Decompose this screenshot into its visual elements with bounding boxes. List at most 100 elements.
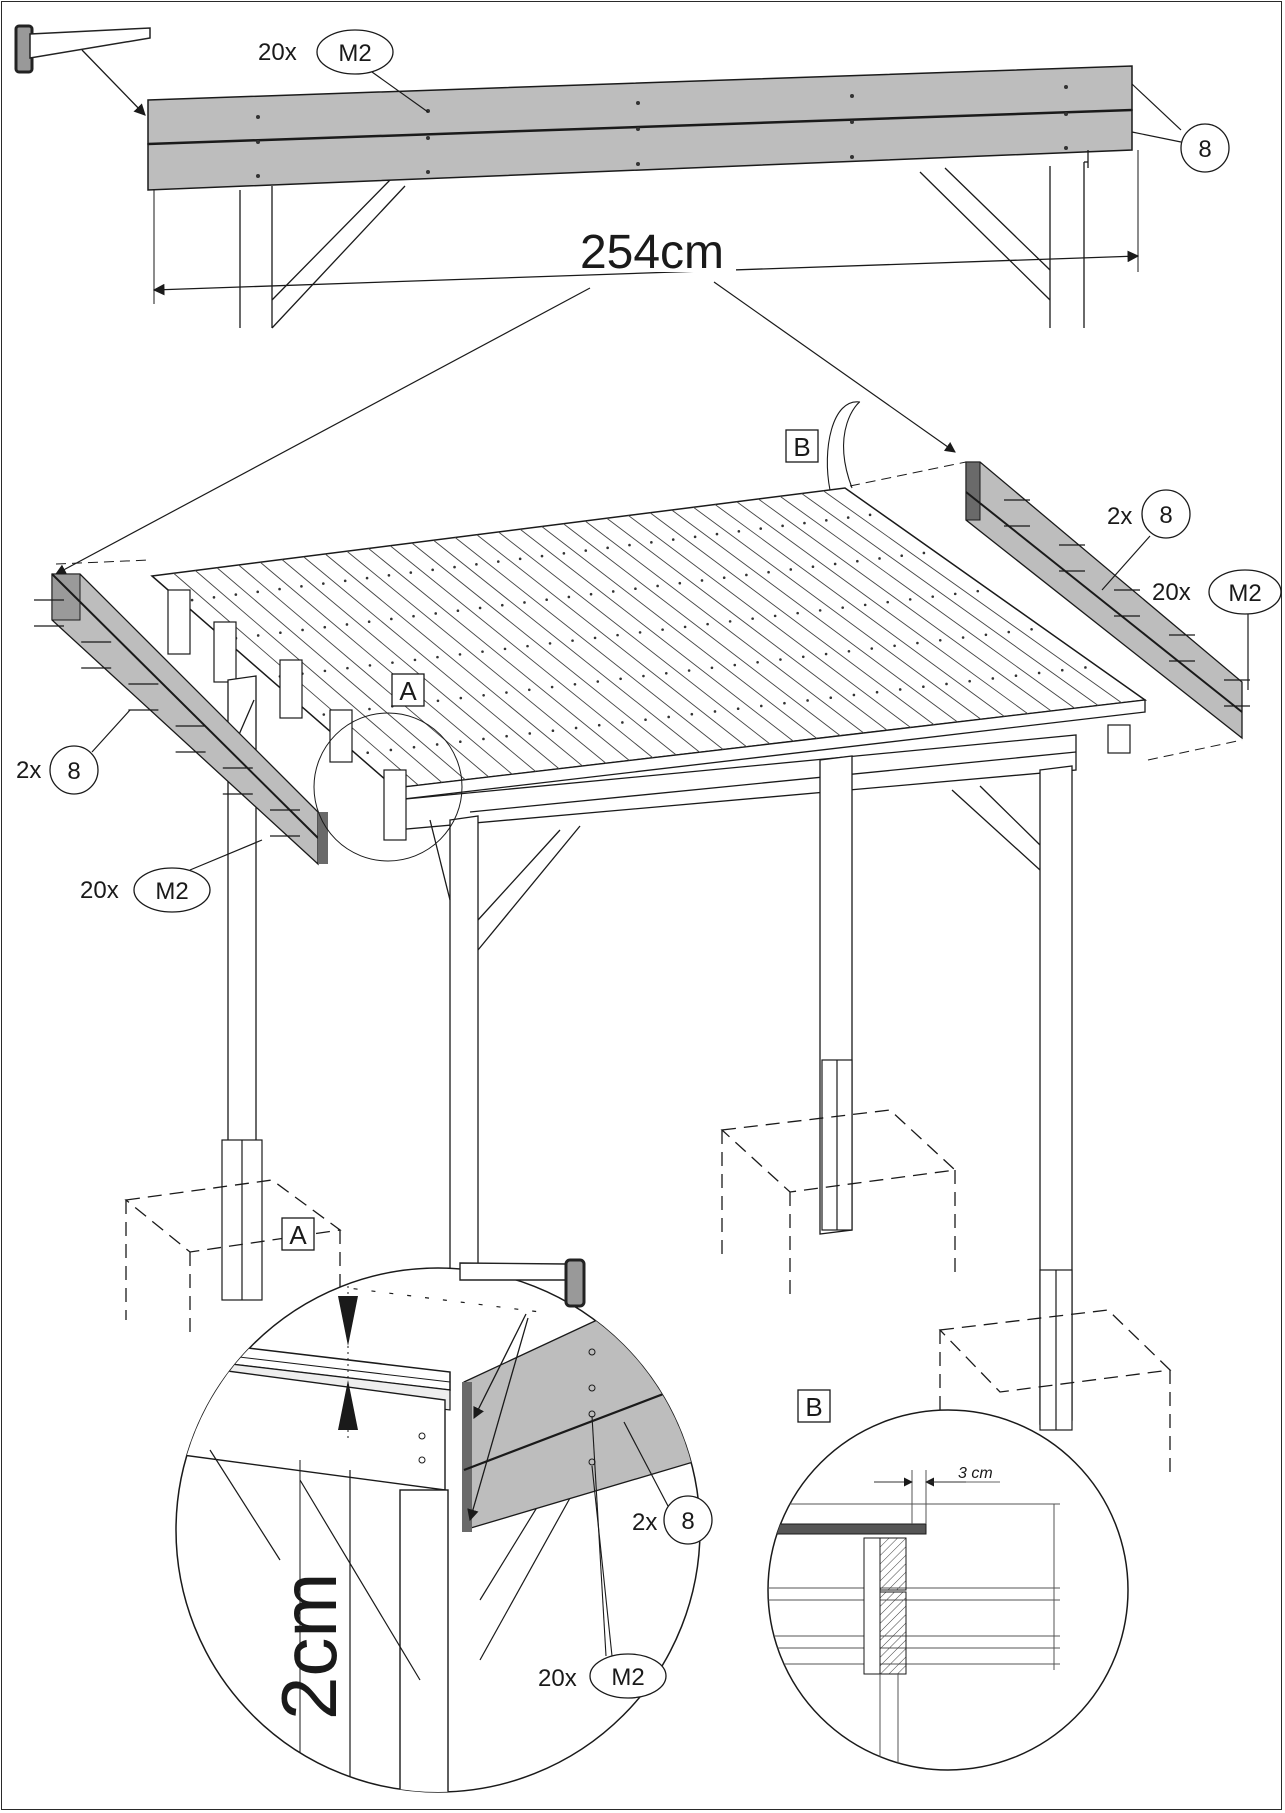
- deck-screw-dot: [644, 718, 647, 722]
- deck-screw-dot: [413, 658, 417, 662]
- top-part-ref: 8: [1198, 136, 1211, 163]
- fascia-boards-top: [147, 65, 1133, 191]
- dimension-arrow-left: [55, 287, 591, 575]
- detail-a-board-circle: [663, 1495, 713, 1545]
- deck-screw-dot: [893, 644, 896, 648]
- saw-arrow: [81, 49, 146, 116]
- deck-screw-dot: [368, 707, 371, 711]
- deck-screw-dot: [664, 671, 668, 675]
- deck-screw-dot: [916, 641, 919, 645]
- deck-screw-dot: [606, 546, 609, 550]
- deck-screw-dot: [278, 587, 281, 591]
- left-screw-leader: [189, 839, 263, 871]
- left-screw-part: M2: [155, 878, 188, 905]
- top-screw-part: M2: [338, 40, 371, 67]
- saw-icon-detail-a: [459, 1258, 586, 1308]
- deck-screw-dot: [322, 582, 325, 585]
- deck-screw-dot: [279, 631, 282, 635]
- deck-screw-dot: [710, 666, 714, 670]
- left-board-part: 8: [67, 758, 80, 785]
- detail-a-gap-dimension: 2cm: [265, 1573, 353, 1720]
- roof-deck: [150, 487, 1148, 801]
- right-board-circle: [1141, 489, 1191, 539]
- deck-screw-dot: [634, 587, 637, 591]
- deck-screw-dot: [365, 576, 369, 580]
- deck-screw-dot: [431, 568, 434, 572]
- deck-screw-dot: [300, 585, 303, 588]
- deck-screw-dot: [190, 598, 194, 602]
- deck-screw-dot: [456, 609, 460, 613]
- dimension-line-254: [152, 250, 1140, 296]
- deck-screw-dot: [409, 571, 413, 574]
- deck-screw-dot: [434, 612, 438, 615]
- deck-screw-dot: [1007, 630, 1011, 634]
- deck-screw-dot: [751, 617, 754, 620]
- detail-b-marker-box: [785, 429, 819, 463]
- deck-screw-dot: [453, 565, 456, 569]
- deck-screw-dot: [656, 584, 659, 588]
- deck-plank-line: [346, 550, 607, 764]
- deck-screw-dot: [767, 570, 770, 574]
- deck-plank-line: [324, 553, 583, 767]
- deck-screw-dot: [597, 723, 601, 727]
- deck-screw-dot: [596, 680, 600, 683]
- deck-plank-line: [801, 493, 1099, 706]
- deck-screw-dot: [256, 590, 260, 594]
- deck-screw-dot: [700, 579, 704, 582]
- deck-screw-dot: [1030, 627, 1033, 631]
- deck-screw-dot: [526, 644, 529, 648]
- deck-screw-dot: [619, 677, 622, 681]
- deck-screw-dot: [811, 565, 815, 569]
- deck-screw-dot: [505, 691, 508, 694]
- detail-a-board-part: 8: [681, 1508, 694, 1535]
- deck-screw-dot: [922, 685, 925, 689]
- deck-screw-dot: [500, 603, 504, 607]
- deck-screw-dot: [671, 538, 675, 541]
- deck-screw-dot: [345, 623, 349, 626]
- deck-screw-dot: [540, 554, 544, 558]
- top-screw-count: 20x: [258, 39, 297, 66]
- deck-screw-dot: [458, 653, 462, 656]
- left-board-dash: [55, 559, 151, 565]
- deck-screw-dot: [482, 737, 485, 741]
- deck-screw-dot: [527, 688, 531, 692]
- dimension-label-bg: [566, 228, 736, 272]
- left-board-circle: [49, 745, 99, 795]
- detail-a-marker-box: [391, 673, 425, 707]
- right-board-dash: [849, 461, 1243, 761]
- deck-screw-dot: [571, 639, 574, 642]
- right-board-count: 2x: [1107, 503, 1132, 530]
- deck-screw-dot: [459, 740, 462, 744]
- deck-plank-line: [628, 515, 911, 728]
- deck-screw-dot: [412, 614, 415, 618]
- detail-b-content: [768, 1470, 1060, 1770]
- deck-screw-dot: [870, 647, 874, 650]
- deck-screw-dot: [503, 647, 507, 651]
- deck-screw-dot: [1014, 674, 1018, 678]
- deck-plank-line: [498, 531, 771, 745]
- deck-screw-dot: [806, 699, 809, 702]
- detail-a-content: [176, 1268, 700, 1792]
- saw-icon: [14, 24, 151, 74]
- detail-a-box: [281, 1217, 315, 1251]
- rafter-ends: [167, 589, 1131, 841]
- deck-screw-dot: [391, 661, 394, 664]
- deck-screw-dot: [390, 617, 393, 621]
- deck-screw-dot: [548, 642, 552, 645]
- deck-plank-line: [216, 567, 466, 781]
- deck-screw-dot: [528, 732, 532, 735]
- deck-screw-dot: [715, 532, 719, 536]
- foundations: [124, 1109, 1172, 1480]
- top-part-leader-1: [1131, 83, 1182, 131]
- deck-screw-dot: [961, 636, 965, 639]
- top-part-leader-2: [1131, 131, 1182, 143]
- deck-plank-line: [411, 542, 677, 756]
- deck-screw-dot: [550, 685, 554, 689]
- right-screw-part: M2: [1228, 580, 1261, 607]
- deck-plank-line: [584, 520, 865, 734]
- deck-screw-dot: [661, 628, 664, 631]
- deck-plank-line: [368, 548, 630, 761]
- deck-screw-dot: [481, 650, 484, 653]
- deck-screw-dot: [863, 603, 867, 607]
